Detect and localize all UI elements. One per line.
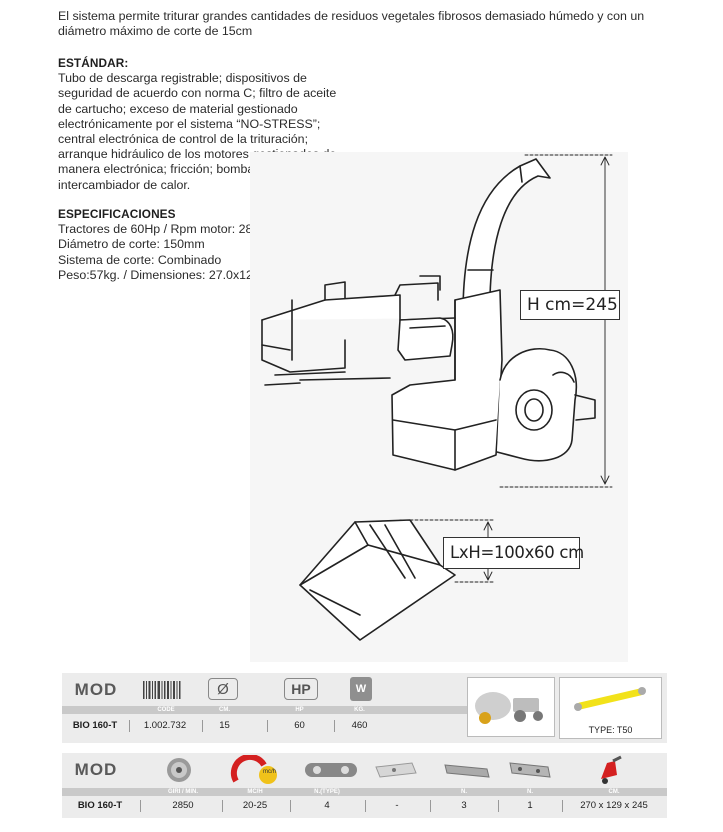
col-header-cm: CM. xyxy=(608,789,620,795)
col-header-giri: GIRI / MIN. xyxy=(168,789,198,795)
spec-line: Sistema de corte: Combinado xyxy=(58,252,222,267)
divider xyxy=(365,800,366,812)
model-name: BIO 160-T xyxy=(72,720,118,731)
cell-code: 1.002.732 xyxy=(143,720,187,731)
divider xyxy=(334,720,335,732)
divider xyxy=(430,800,431,812)
machine-icon xyxy=(590,755,630,785)
cell-n2: 1 xyxy=(527,800,533,811)
standard-title: ESTÁNDAR: xyxy=(58,56,129,70)
standard-line: intercambiador de calor. xyxy=(58,177,191,192)
cell-cm: 15 xyxy=(219,720,230,731)
col-header-n2: N. xyxy=(527,789,533,795)
divider xyxy=(129,720,130,732)
standard-line: de cartucho; exceso de material gestiona… xyxy=(58,101,298,116)
model-name: BIO 160-T xyxy=(77,800,123,811)
header-strip xyxy=(62,706,467,714)
mod-label: MOD xyxy=(74,680,118,699)
standard-line: electrónicamente por el sistema “NO-STRE… xyxy=(58,116,321,131)
col-header-code: CODE xyxy=(157,707,175,713)
divider xyxy=(562,800,563,812)
cell-ntype: 4 xyxy=(324,800,330,811)
gauge-text: mc/h xyxy=(262,769,276,775)
pto-type-label: TYPE: T50 xyxy=(588,725,633,735)
standard-line: seguridad de acuerdo con norma C; filtro… xyxy=(58,86,337,101)
specs-title: ESPECIFICACIONES xyxy=(58,207,176,221)
barcode-icon xyxy=(140,678,184,702)
cell-c4: - xyxy=(395,800,399,811)
weight-icon: W xyxy=(350,677,372,701)
hp-icon: HP xyxy=(284,678,318,700)
tractor-image xyxy=(467,677,555,737)
col-header-ntype: N.(TYPE) xyxy=(314,789,340,795)
cell-n1: 3 xyxy=(461,800,467,811)
col-header-hp: HP xyxy=(295,707,304,713)
cell-hp: 60 xyxy=(294,720,305,731)
pto-shaft-image: TYPE: T50 xyxy=(559,677,662,739)
mod-label: MOD xyxy=(74,760,118,779)
standard-line: Tubo de descarga registrable; dispositiv… xyxy=(58,71,307,86)
divider xyxy=(498,800,499,812)
cell-giri: 2850 xyxy=(172,800,194,811)
col-header-cm: CM. xyxy=(219,707,230,713)
chipper-drawing xyxy=(250,152,628,662)
cell-kg: 460 xyxy=(351,720,368,731)
knife-icon xyxy=(370,757,420,783)
cell-dimensions: 270 x 129 x 245 xyxy=(580,800,648,811)
divider xyxy=(290,800,291,812)
spec-line: Diámetro de corte: 150mm xyxy=(58,237,205,252)
rotor-icon xyxy=(162,756,196,784)
header-strip xyxy=(62,788,667,796)
specs-section: ESPECIFICACIONES Tractores de 60Hp / Rpm… xyxy=(58,207,388,283)
flail-icon xyxy=(506,757,554,783)
speed-gauge-icon: mc/h xyxy=(230,755,280,785)
cell-mch: 20-25 xyxy=(242,800,268,811)
inlet-dimension-label: LxH=100x60 cm xyxy=(443,537,584,569)
col-header-kg: KG. xyxy=(354,707,365,713)
divider xyxy=(202,720,203,732)
spec-table-1: MOD Ø HP W CODE CM. HP KG. BIO 160-T 1.0… xyxy=(62,673,667,743)
col-header-mch: MC/H xyxy=(247,789,263,795)
spec-table-2: MOD mc/h GIRI / MIN. MC/H N.(TYPE) N. N.… xyxy=(62,753,667,818)
spec-line: Peso:57kg. / Dimensiones: 27.0x12.9x24.5 xyxy=(58,267,294,282)
diameter-icon: Ø xyxy=(208,678,238,700)
divider xyxy=(267,720,268,732)
chain-icon xyxy=(302,757,360,783)
standard-line: central electrónica de control de la tri… xyxy=(58,132,309,147)
spec-line: Tractores de 60Hp / Rpm motor: 2850 xyxy=(58,222,267,237)
divider xyxy=(222,800,223,812)
divider xyxy=(140,800,141,812)
blade-icon xyxy=(442,757,492,783)
col-header-n1: N. xyxy=(461,789,467,795)
intro-text: El sistema permite triturar grandes cant… xyxy=(58,9,645,38)
height-dimension-label: H cm=245 xyxy=(520,290,620,320)
